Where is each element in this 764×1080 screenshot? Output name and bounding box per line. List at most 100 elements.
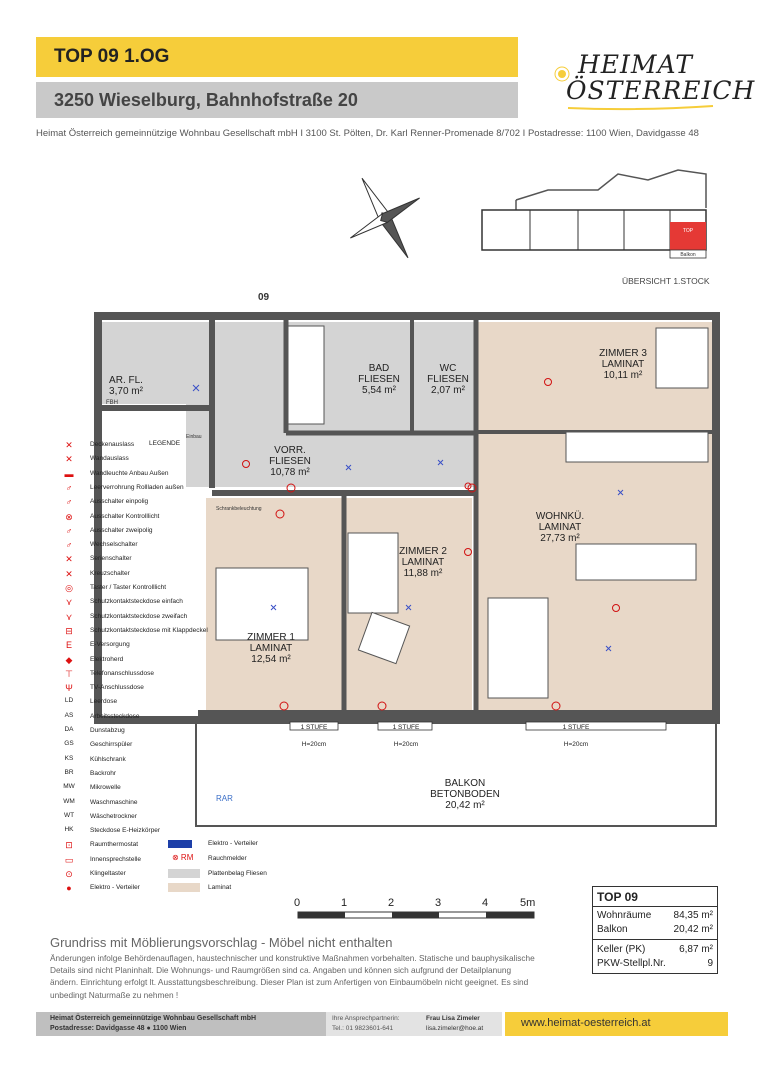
legend-heading: LEGENDE <box>149 440 181 447</box>
address: 3250 Wieselburg, Bahnhofstraße 20 <box>36 82 518 118</box>
legend-abbreviation: KS <box>64 754 74 762</box>
footer-company: Heimat Österreich gemeinnützige Wohnbau … <box>36 1012 326 1036</box>
distribution-board-icon: ● <box>66 883 72 894</box>
legend-abbreviation: MW <box>63 783 75 791</box>
scale-tick: 5m <box>520 897 536 909</box>
bathtub <box>287 325 325 425</box>
company-info: Heimat Österreich gemeinnützige Wohnbau … <box>36 128 699 139</box>
svg-text:1 STUFE: 1 STUFE <box>301 724 328 731</box>
legend-label: Geschirrspüler <box>90 741 133 749</box>
legend-label: Waschmaschine <box>90 798 138 806</box>
scale-tick: 0 <box>294 897 301 909</box>
fbh-label: FBH <box>106 400 118 406</box>
cross-switch-icon: ✕ <box>65 568 73 579</box>
legend-label: Wandauslass <box>90 455 129 463</box>
overview-balkon-label: Balkon <box>680 252 696 258</box>
legend-extra-label: Laminat <box>208 884 232 891</box>
overview-top-label: TOP <box>683 228 694 234</box>
legend-label: Mikrowelle <box>90 784 121 792</box>
svg-text:1 STUFE: 1 STUFE <box>393 724 420 731</box>
legend-label: Ausschalter einpolig <box>90 498 149 506</box>
socket-lid-icon: ⊟ <box>65 625 73 636</box>
legend-abbreviation: AS <box>64 711 74 719</box>
legend-label: Raumthermostat <box>90 841 139 849</box>
legend-abbreviation: WM <box>63 797 75 805</box>
einbau-label: Einbau <box>186 434 202 440</box>
kitchen-table <box>575 543 697 581</box>
legend-abbreviation: HK <box>64 826 74 834</box>
svg-text:1 STUFE: 1 STUFE <box>563 724 590 731</box>
bed-room-3 <box>655 327 709 389</box>
legend-label: Taster / Taster Kontrolllicht <box>90 584 167 591</box>
legend-label: Elektro - Verteiler <box>90 884 140 892</box>
step-3: 1 STUFE H=20cm <box>525 721 667 748</box>
footer-contact: Ihre Ansprechpartnerin: Tel.: 01 9823601… <box>326 1012 502 1036</box>
tile-swatch <box>168 869 200 878</box>
unit-number: 09 <box>258 292 270 303</box>
switch-control-light-icon: ⊗ <box>65 511 73 522</box>
legend-abbreviation: GS <box>64 740 74 748</box>
logo-sun-icon <box>554 66 570 82</box>
kitchen-counter <box>565 431 709 463</box>
legend-label: Ausschalter zweipolig <box>90 526 153 534</box>
series-switch-icon: ✕ <box>65 554 73 565</box>
footer-contact-name: Frau Lisa Zimeler <box>426 1015 480 1022</box>
legend-extra: Elektro - Verteiler ⊗ RM Rauchmelder Pla… <box>168 840 288 920</box>
legend-label: Schutzkontaktsteckdose einfach <box>90 598 183 606</box>
smoke-detector-icon: ⊗ RM <box>172 853 194 862</box>
socket-double-icon: ⋎ <box>65 611 73 622</box>
scale-tick: 4 <box>482 897 489 909</box>
svg-text:H=20cm: H=20cm <box>394 741 418 748</box>
footer-website[interactable]: www.heimat-oesterreich.at <box>505 1012 728 1036</box>
summary-title: TOP 09 <box>593 887 717 907</box>
overview-caption: ÜBERSICHT 1.STOCK <box>622 276 710 286</box>
notes-body: Änderungen infolge Behördenauflagen, hau… <box>50 953 535 1000</box>
intercom-icon: ▭ <box>64 854 74 865</box>
notes-title: Grundriss mit Möblierungsvorschlag - Möb… <box>50 935 393 950</box>
legend-label: Wandleuchte Anbau Außen <box>90 469 169 477</box>
scale-tick: 1 <box>341 897 348 909</box>
legend-label: Dunstabzug <box>90 727 125 734</box>
legend-label: Klingeltaster <box>90 870 126 877</box>
scale-tick: 3 <box>435 897 442 909</box>
legend-label: Deckenauslass <box>90 441 135 448</box>
footer-contact-email[interactable]: lisa.zimeler@hoe.at <box>426 1025 484 1032</box>
scale-tick: 2 <box>388 897 395 909</box>
floor-plan: FBH Einbau 09 Schrankbeleuchtung RAR 1 S… <box>94 292 720 827</box>
legend-label: Innensprechstelle <box>90 855 141 863</box>
bed-room-2 <box>347 532 399 614</box>
tv-socket-icon: Ψ <box>65 683 73 694</box>
room-thermostat-icon: ⊡ <box>65 840 73 851</box>
legend-label: Kreuzschalter <box>90 569 130 577</box>
website-link[interactable]: www.heimat-oesterreich.at <box>521 1017 651 1029</box>
legend-extra-label: Rauchmelder <box>208 855 247 862</box>
building-overview-map: TOP Balkon <box>481 169 707 259</box>
summary-row: PKW-Stellpl.Nr.9 <box>597 958 713 969</box>
legend-label: Backrohr <box>90 769 117 777</box>
step-1: 1 STUFE H=20cm <box>289 721 339 748</box>
power-supply-icon: E <box>65 640 72 651</box>
legend-label: Schutzkontaktsteckdose mit Klappdeckel <box>90 626 208 634</box>
legend-label: TV-Anschlussdose <box>90 684 144 692</box>
brand-underline <box>567 105 714 111</box>
legend-label: Kühlschrank <box>90 755 126 763</box>
footer-company-line1: Heimat Österreich gemeinnützige Wohnbau … <box>50 1015 257 1022</box>
legend-abbreviation: BR <box>64 768 74 776</box>
legend-label: Telefonanschlussdose <box>90 669 154 677</box>
switch-double-icon: ♂ <box>65 525 73 536</box>
distribution-board-icon <box>168 840 192 848</box>
legend-abbreviation: LD <box>64 697 74 705</box>
plan-title: TOP 09 1.OG <box>36 37 518 77</box>
rar-label: RAR <box>216 794 233 803</box>
summary-row: Keller (PK)6,87 m² <box>597 944 713 955</box>
legend-abbreviation: WT <box>63 811 75 819</box>
